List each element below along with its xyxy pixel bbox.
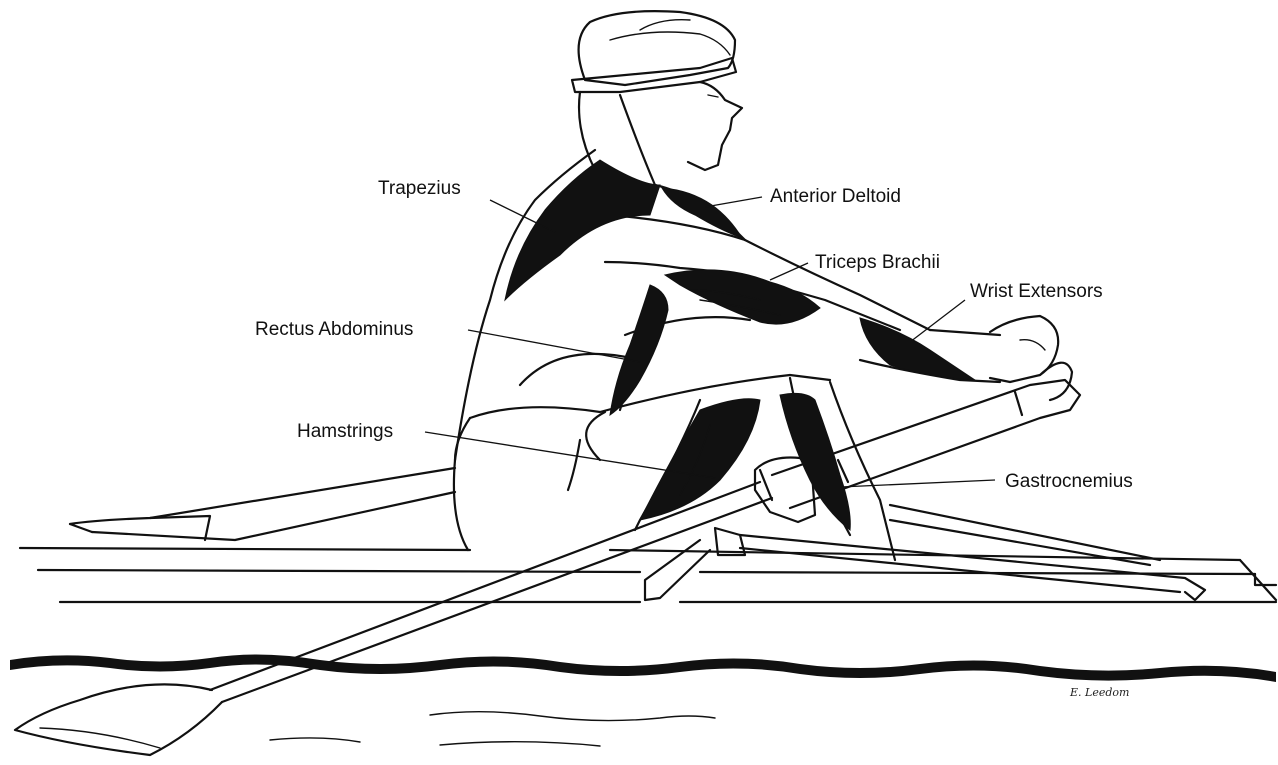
label-triceps-brachii: Triceps Brachii (815, 252, 940, 273)
leader-rectus-abdominus (468, 330, 640, 362)
boat-hull (20, 548, 1276, 602)
water (10, 654, 1276, 746)
leader-triceps-brachii (770, 263, 808, 280)
label-hamstrings: Hamstrings (297, 421, 393, 442)
leader-anterior-deltoid (705, 197, 762, 207)
rectus-abdominus-muscle (610, 285, 668, 415)
wrist-extensors-muscle (860, 318, 975, 380)
label-anterior-deltoid: Anterior Deltoid (770, 186, 901, 207)
label-rectus-abdominus: Rectus Abdominus (255, 319, 413, 340)
highlighted-muscles (505, 160, 975, 530)
label-trapezius: Trapezius (378, 178, 461, 199)
leader-wrist-extensors (910, 300, 965, 342)
triceps-muscle (665, 270, 820, 324)
oar (15, 380, 1080, 755)
anterior-deltoid-muscle (662, 188, 742, 238)
trapezius-muscle (505, 160, 660, 300)
artist-signature: E. Leedom (1069, 686, 1129, 699)
label-wrist-extensors: Wrist Extensors (970, 281, 1103, 302)
hamstrings-muscle (640, 399, 760, 520)
leader-hamstrings (425, 432, 715, 478)
label-gastrocnemius: Gastrocnemius (1005, 471, 1133, 492)
